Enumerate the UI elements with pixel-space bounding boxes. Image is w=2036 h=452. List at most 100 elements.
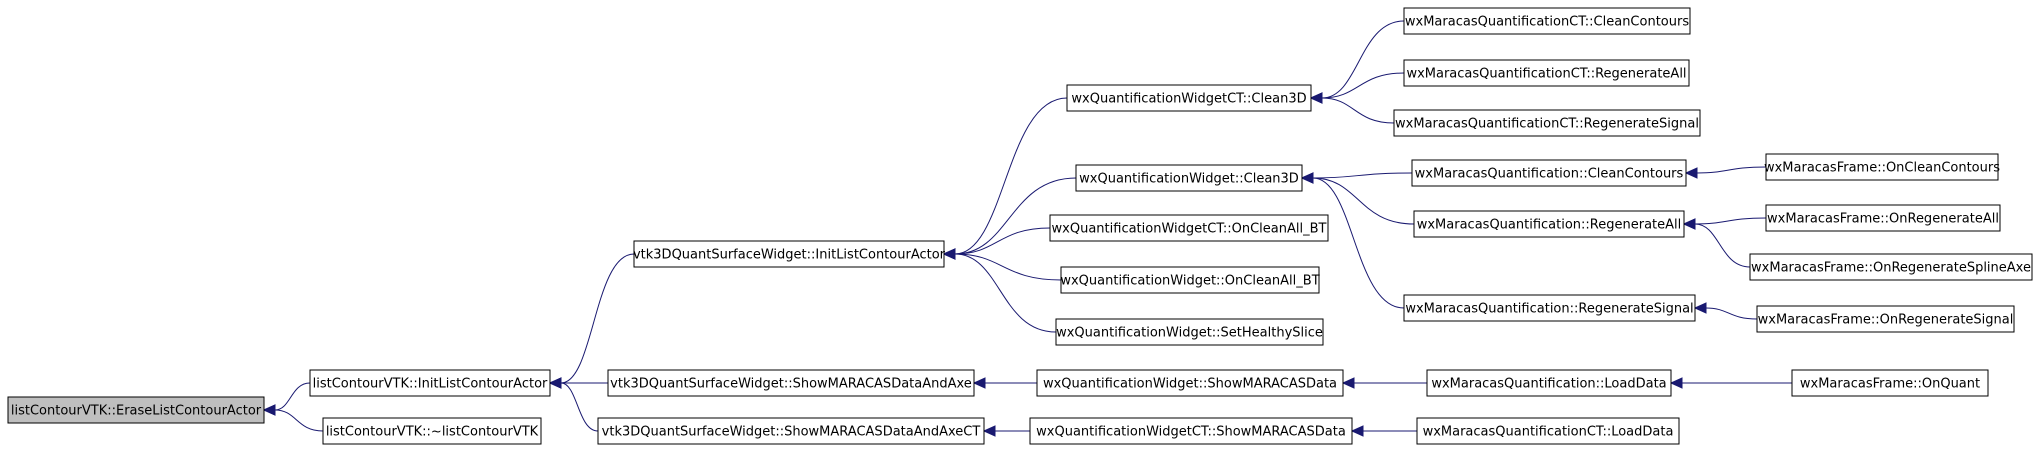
arrowhead-icon: [1341, 377, 1355, 389]
node-box: [1765, 204, 2001, 232]
arrowhead-icon: [1684, 167, 1698, 179]
node-label: listContourVTK::EraseListContourActor: [11, 404, 262, 419]
node-label: wxMaracasQuantification::CleanContours: [1415, 167, 1684, 182]
node-box: [607, 369, 975, 397]
node-box: [1060, 266, 1320, 294]
edge-line: [560, 382, 599, 432]
node-label: wxMaracasQuantification::RegenerateAll: [1417, 218, 1682, 233]
node-qw-clean[interactable]: wxQuantificationWidget::Clean3D: [1075, 164, 1303, 192]
node-mqct-clean[interactable]: wxMaracasQuantificationCT::CleanContours: [1403, 7, 1691, 35]
edge-line: [274, 382, 311, 411]
node-mq-signal[interactable]: wxMaracasQuantification::RegenerateSigna…: [1403, 294, 1696, 322]
node-box: [597, 417, 985, 445]
node-label: wxMaracasFrame::OnQuant: [1800, 377, 1980, 392]
arrowhead-icon: [1300, 172, 1314, 184]
edge-line: [1705, 307, 1758, 320]
node-box: [1403, 7, 1691, 35]
node-qw-healthy[interactable]: wxQuantificationWidget::SetHealthySlice: [1055, 318, 1324, 346]
edge-fr-regen-to-mq-regen: [1682, 217, 1767, 230]
edges: [262, 20, 1792, 437]
node-fr-clean[interactable]: wxMaracasFrame::OnCleanContours: [1764, 153, 2000, 181]
node-box: [1075, 164, 1303, 192]
node-initlist[interactable]: listContourVTK::InitListContourActor: [309, 369, 551, 397]
node-fr-signal[interactable]: wxMaracasFrame::OnRegenerateSignal: [1756, 305, 2015, 333]
node-erase[interactable]: listContourVTK::EraseListContourActor: [7, 396, 265, 424]
node-label: wxMaracasFrame::OnRegenerateAll: [1767, 212, 1999, 227]
node-label: wxQuantificationWidget::SetHealthySlice: [1056, 326, 1323, 341]
node-mq-regen[interactable]: wxMaracasQuantification::RegenerateAll: [1413, 210, 1685, 238]
arrowhead-icon: [1309, 92, 1323, 104]
node-label: vtk3DQuantSurfaceWidget::ShowMARACASData…: [602, 425, 981, 440]
node-label: vtk3DQuantSurfaceWidget::InitListContour…: [633, 248, 946, 263]
node-fr-spline[interactable]: wxMaracasFrame::OnRegenerateSplineAxe: [1749, 253, 2033, 281]
node-label: wxMaracasQuantificationCT::RegenerateAll: [1406, 67, 1686, 82]
node-label: wxMaracasQuantificationCT::CleanContours: [1405, 15, 1689, 30]
node-label: wxQuantificationWidgetCT::Clean3D: [1071, 92, 1306, 107]
node-mq-load[interactable]: wxMaracasQuantification::LoadData: [1426, 369, 1672, 397]
edge-qw-show-to-surf-show: [972, 377, 1037, 389]
node-label: wxMaracasQuantification::RegenerateSigna…: [1405, 302, 1693, 317]
edge-mq-signal-to-qw-clean: [1300, 172, 1405, 309]
node-box: [633, 240, 945, 268]
node-qwct-show[interactable]: wxQuantificationWidgetCT::ShowMARACASDat…: [1029, 417, 1353, 445]
node-box: [1411, 159, 1687, 187]
node-surf-init[interactable]: vtk3DQuantSurfaceWidget::InitListContour…: [633, 240, 946, 268]
arrowhead-icon: [942, 248, 956, 260]
node-label: vtk3DQuantSurfaceWidget::ShowMARACASData…: [610, 377, 972, 392]
edge-qwct-show-to-surf-show-ct: [982, 425, 1030, 437]
edge-fr-spline-to-mq-regen: [1682, 218, 1751, 268]
node-surf-show-ct[interactable]: vtk3DQuantSurfaceWidget::ShowMARACASData…: [597, 417, 985, 445]
node-box: [1055, 318, 1324, 346]
node-box: [1413, 210, 1685, 238]
edge-mqct-clean-to-qwct-clean: [1309, 20, 1405, 104]
edge-line: [1694, 217, 1767, 225]
node-qwct-clean[interactable]: wxQuantificationWidgetCT::Clean3D: [1066, 84, 1312, 112]
node-label: wxMaracasQuantification::LoadData: [1431, 377, 1666, 392]
node-fr-regen[interactable]: wxMaracasFrame::OnRegenerateAll: [1765, 204, 2001, 232]
node-box: [1393, 109, 1701, 137]
node-box: [1749, 253, 2033, 281]
edge-fr-quant-to-mq-load: [1669, 377, 1792, 389]
node-surf-show[interactable]: vtk3DQuantSurfaceWidget::ShowMARACASData…: [607, 369, 975, 397]
edge-line: [560, 253, 635, 384]
node-label: listContourVTK::~listContourVTK: [326, 425, 539, 440]
node-qwct-on-clean[interactable]: wxQuantificationWidgetCT::OnCleanAll_BT: [1049, 214, 1329, 242]
edge-line: [954, 253, 1062, 281]
node-mqct-load[interactable]: wxMaracasQuantificationCT::LoadData: [1416, 417, 1680, 445]
node-fr-quant[interactable]: wxMaracasFrame::OnQuant: [1791, 369, 1989, 397]
node-label: wxMaracasFrame::OnRegenerateSignal: [1758, 313, 2014, 328]
node-mqct-regen[interactable]: wxMaracasQuantificationCT::RegenerateAll: [1403, 59, 1690, 87]
edge-line: [1312, 172, 1413, 179]
node-box: [1403, 59, 1690, 87]
node-box: [1765, 153, 1999, 181]
edge-qwct-clean-to-surf-init: [942, 97, 1068, 260]
node-box: [1403, 294, 1696, 322]
edge-line: [954, 177, 1077, 255]
node-mq-clean[interactable]: wxMaracasQuantification::CleanContours: [1411, 159, 1687, 187]
node-label: wxQuantificationWidget::Clean3D: [1079, 172, 1299, 187]
node-mqct-signal[interactable]: wxMaracasQuantificationCT::RegenerateSig…: [1393, 109, 1701, 137]
arrowhead-icon: [982, 425, 996, 437]
node-box: [1426, 369, 1672, 397]
arrowhead-icon: [972, 377, 986, 389]
node-qw-show[interactable]: wxQuantificationWidget::ShowMARACASData: [1036, 369, 1344, 397]
node-label: listContourVTK::InitListContourActor: [313, 377, 548, 392]
node-label: wxQuantificationWidgetCT::OnCleanAll_BT: [1052, 222, 1327, 237]
edge-fr-clean-to-mq-clean: [1684, 166, 1767, 179]
edge-line: [1696, 166, 1767, 174]
edge-line: [1321, 97, 1395, 124]
node-box: [1066, 84, 1312, 112]
arrowhead-icon: [1669, 377, 1683, 389]
edge-line: [1312, 177, 1405, 309]
node-qw-on-clean[interactable]: wxQuantificationWidget::OnCleanAll_BT: [1060, 266, 1320, 294]
edge-mqct-load-to-qwct-show: [1350, 425, 1417, 437]
edge-line: [274, 409, 324, 432]
node-label: wxMaracasFrame::OnCleanContours: [1764, 161, 2000, 176]
node-dtor[interactable]: listContourVTK::~listContourVTK: [322, 417, 542, 445]
edge-line: [1312, 177, 1415, 225]
node-label: wxQuantificationWidget::ShowMARACASData: [1043, 377, 1337, 392]
edge-line: [1694, 223, 1751, 268]
node-box: [1416, 417, 1680, 445]
node-label: wxMaracasQuantificationCT::LoadData: [1423, 425, 1674, 440]
node-box: [7, 396, 265, 424]
